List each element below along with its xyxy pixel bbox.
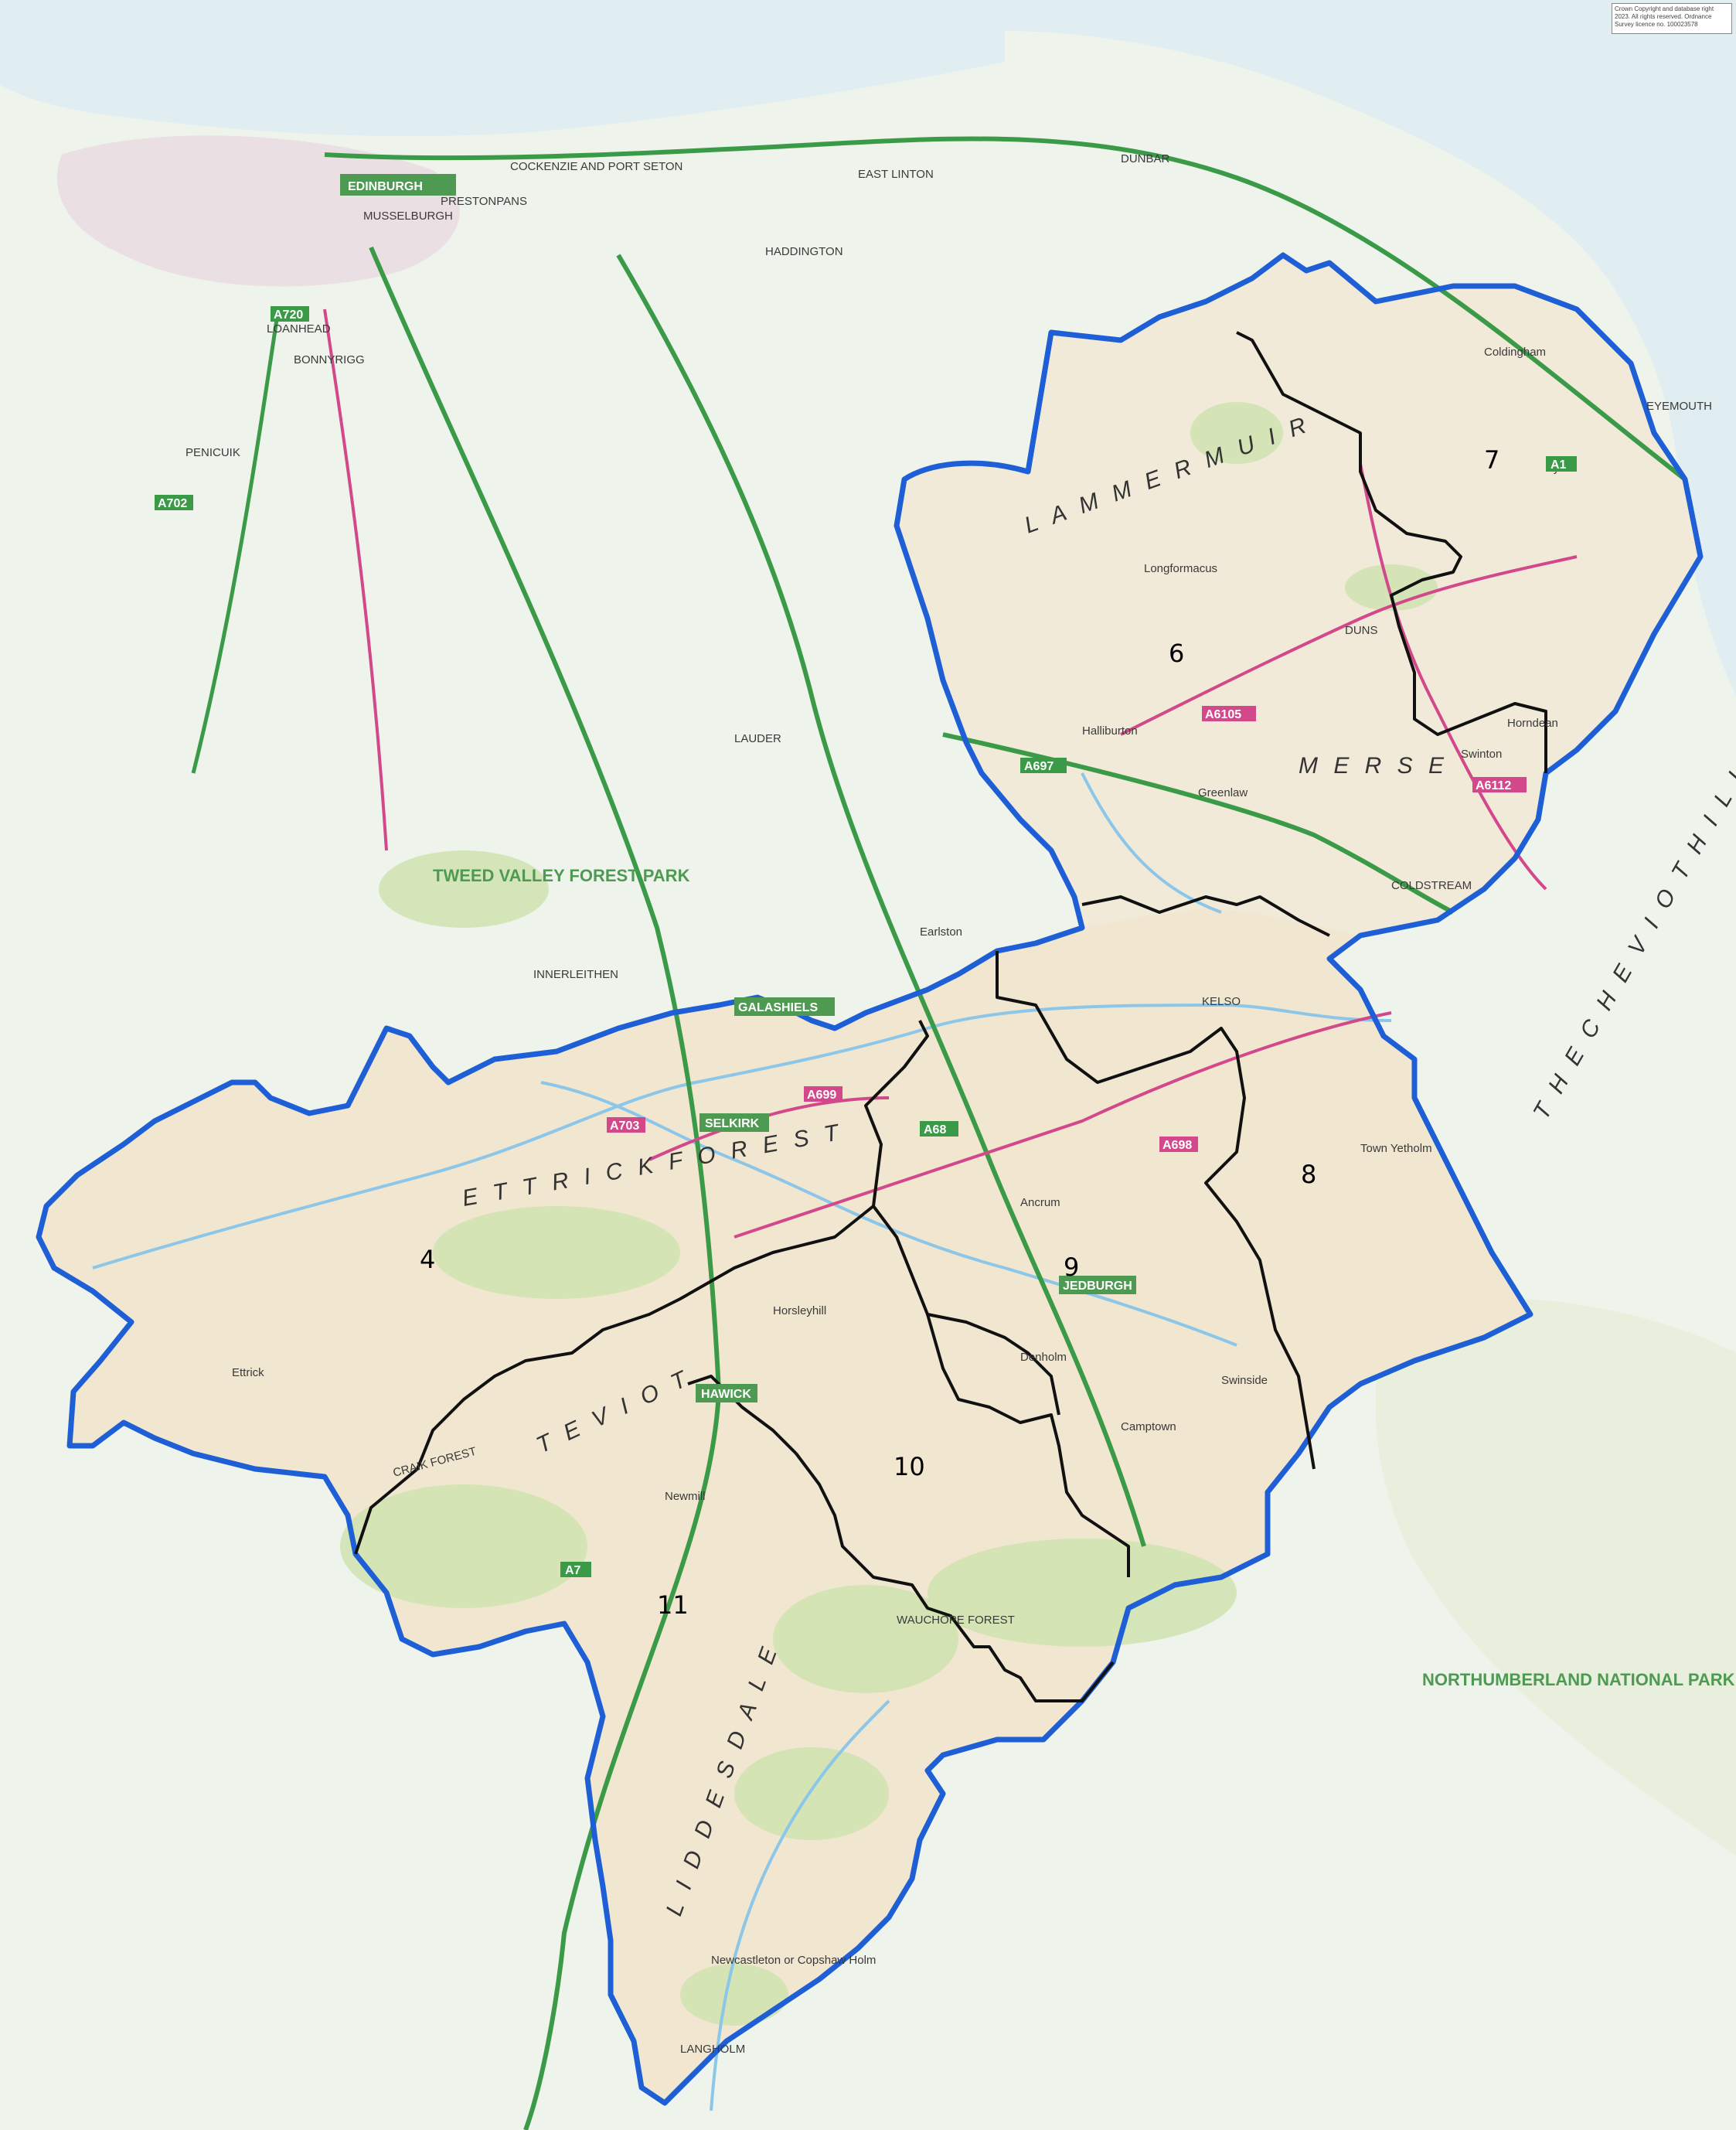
jedburgh-label: JEDBURGH: [1063, 1280, 1132, 1293]
copyright-notice: Crown Copyright and database right 2023.…: [1612, 3, 1732, 34]
firth-of-forth: [0, 0, 1005, 137]
yetholm-label: Town Yetholm: [1360, 1142, 1432, 1155]
ward-boundaries: [354, 331, 1547, 1702]
highlight-region: [39, 255, 1700, 2103]
cockenzie-label: COCKENZIE AND PORT SETON: [510, 160, 682, 173]
road-label-a697: A697: [1024, 760, 1054, 773]
loanhead-label: LOANHEAD: [267, 322, 331, 336]
a698-road: [734, 1011, 1392, 1239]
northumberland-park-label: NORTHUMBERLAND NATIONAL PARK: [1422, 1670, 1735, 1689]
park-labels: TWEED VALLEY FOREST PARK NORTHUMBERLAND …: [433, 866, 1735, 1689]
horndean-label: Horndean: [1507, 717, 1558, 730]
halliburton-label: Halliburton: [1082, 724, 1138, 738]
a702-road: [191, 308, 281, 774]
ward-7-label: 7: [1484, 445, 1499, 475]
ancrum-label: Ancrum: [1020, 1196, 1060, 1209]
swinside-label: Swinside: [1221, 1374, 1268, 1387]
a68-road: [616, 254, 1146, 1547]
a699-road: [648, 1096, 890, 1161]
ward-4-label: 4: [420, 1245, 435, 1274]
musselburgh-label: MUSSELBURGH: [363, 210, 453, 223]
merse-label: M E R S E: [1299, 753, 1448, 779]
denholm-label: Denholm: [1020, 1351, 1067, 1364]
selkirk-label: SELKIRK: [705, 1117, 760, 1130]
coldstream-label: COLDSTREAM: [1391, 879, 1472, 892]
ward-6-label: 6: [1169, 639, 1184, 668]
place-labels: EDINBURGH HADDINGTON DUNBAR EAST LINTON …: [186, 152, 1712, 2056]
a1-road: [324, 136, 1687, 482]
road-label-a702: A702: [158, 497, 187, 510]
ward-11-label: 11: [657, 1590, 689, 1620]
road-label-a6105: A6105: [1205, 708, 1241, 721]
road-label-a68: A68: [924, 1123, 946, 1137]
ward-10-label: 10: [894, 1452, 925, 1481]
earlston-label: Earlston: [920, 925, 962, 939]
newcastleton-label: Newcastleton or Copshaw Holm: [711, 1954, 876, 1967]
bonnyrigg-label: BONNYRIGG: [294, 353, 365, 366]
haddington-label: HADDINGTON: [765, 245, 843, 258]
road-label-a1: A1: [1550, 458, 1567, 472]
camptown-label: Camptown: [1121, 1420, 1176, 1433]
road-label-a698: A698: [1162, 1139, 1192, 1152]
a6105-road: [1120, 555, 1578, 736]
horsleyhill-label: Horsleyhill: [773, 1304, 826, 1317]
a703-road: [323, 308, 388, 851]
hawick-label: HAWICK: [701, 1388, 751, 1401]
duns-label: DUNS: [1345, 624, 1378, 637]
road-label-a720: A720: [274, 308, 303, 322]
prestonpans-label: PRESTONPANS: [441, 195, 527, 208]
longformacus-label: Longformacus: [1144, 562, 1217, 575]
road-labels: A1 A68 A7 A697 A6105 A6112 A698 A702 A70…: [155, 306, 1577, 1577]
coldingham-label: Coldingham: [1484, 346, 1546, 359]
ward-9-label: 9: [1064, 1252, 1079, 1282]
edinburgh-urban-area: [56, 135, 460, 287]
galashiels-label: GALASHIELS: [738, 1001, 818, 1014]
ward-8-label: 8: [1301, 1160, 1316, 1189]
outer-boundary: [36, 252, 1704, 2106]
ward-number-labels: 4 6 7 8 9 10 11: [420, 445, 1499, 1620]
swinton-label: Swinton: [1461, 748, 1502, 761]
north-sea: [1005, 0, 1736, 696]
langholm-label: LANGHOLM: [680, 2043, 745, 2056]
eyemouth-label: EYEMOUTH: [1646, 400, 1712, 413]
northumberland-park-area: [1375, 1298, 1736, 1856]
kelso-label: KELSO: [1202, 995, 1241, 1008]
wauchope-forest-label: WAUCHOPE FOREST: [897, 1614, 1015, 1627]
dunbar-label: DUNBAR: [1121, 152, 1170, 165]
newmill-label: Newmill: [665, 1490, 706, 1503]
a7-road: [369, 246, 722, 2130]
road-label-a7: A7: [565, 1564, 581, 1577]
edinburgh-label: EDINBURGH: [348, 180, 423, 193]
lauder-label: LAUDER: [734, 732, 781, 745]
a6112-road: [1359, 463, 1547, 891]
ettrick-label: Ettrick: [232, 1366, 264, 1379]
penicuik-label: PENICUIK: [186, 446, 240, 459]
road-label-a703: A703: [610, 1120, 639, 1133]
road-label-a6112: A6112: [1476, 779, 1511, 792]
innerleithen-label: INNERLEITHEN: [533, 968, 618, 981]
tweed-valley-label: TWEED VALLEY FOREST PARK: [433, 866, 690, 885]
east-linton-label: EAST LINTON: [858, 168, 934, 181]
greenlaw-label: Greenlaw: [1198, 786, 1248, 799]
road-label-a699: A699: [807, 1089, 836, 1102]
